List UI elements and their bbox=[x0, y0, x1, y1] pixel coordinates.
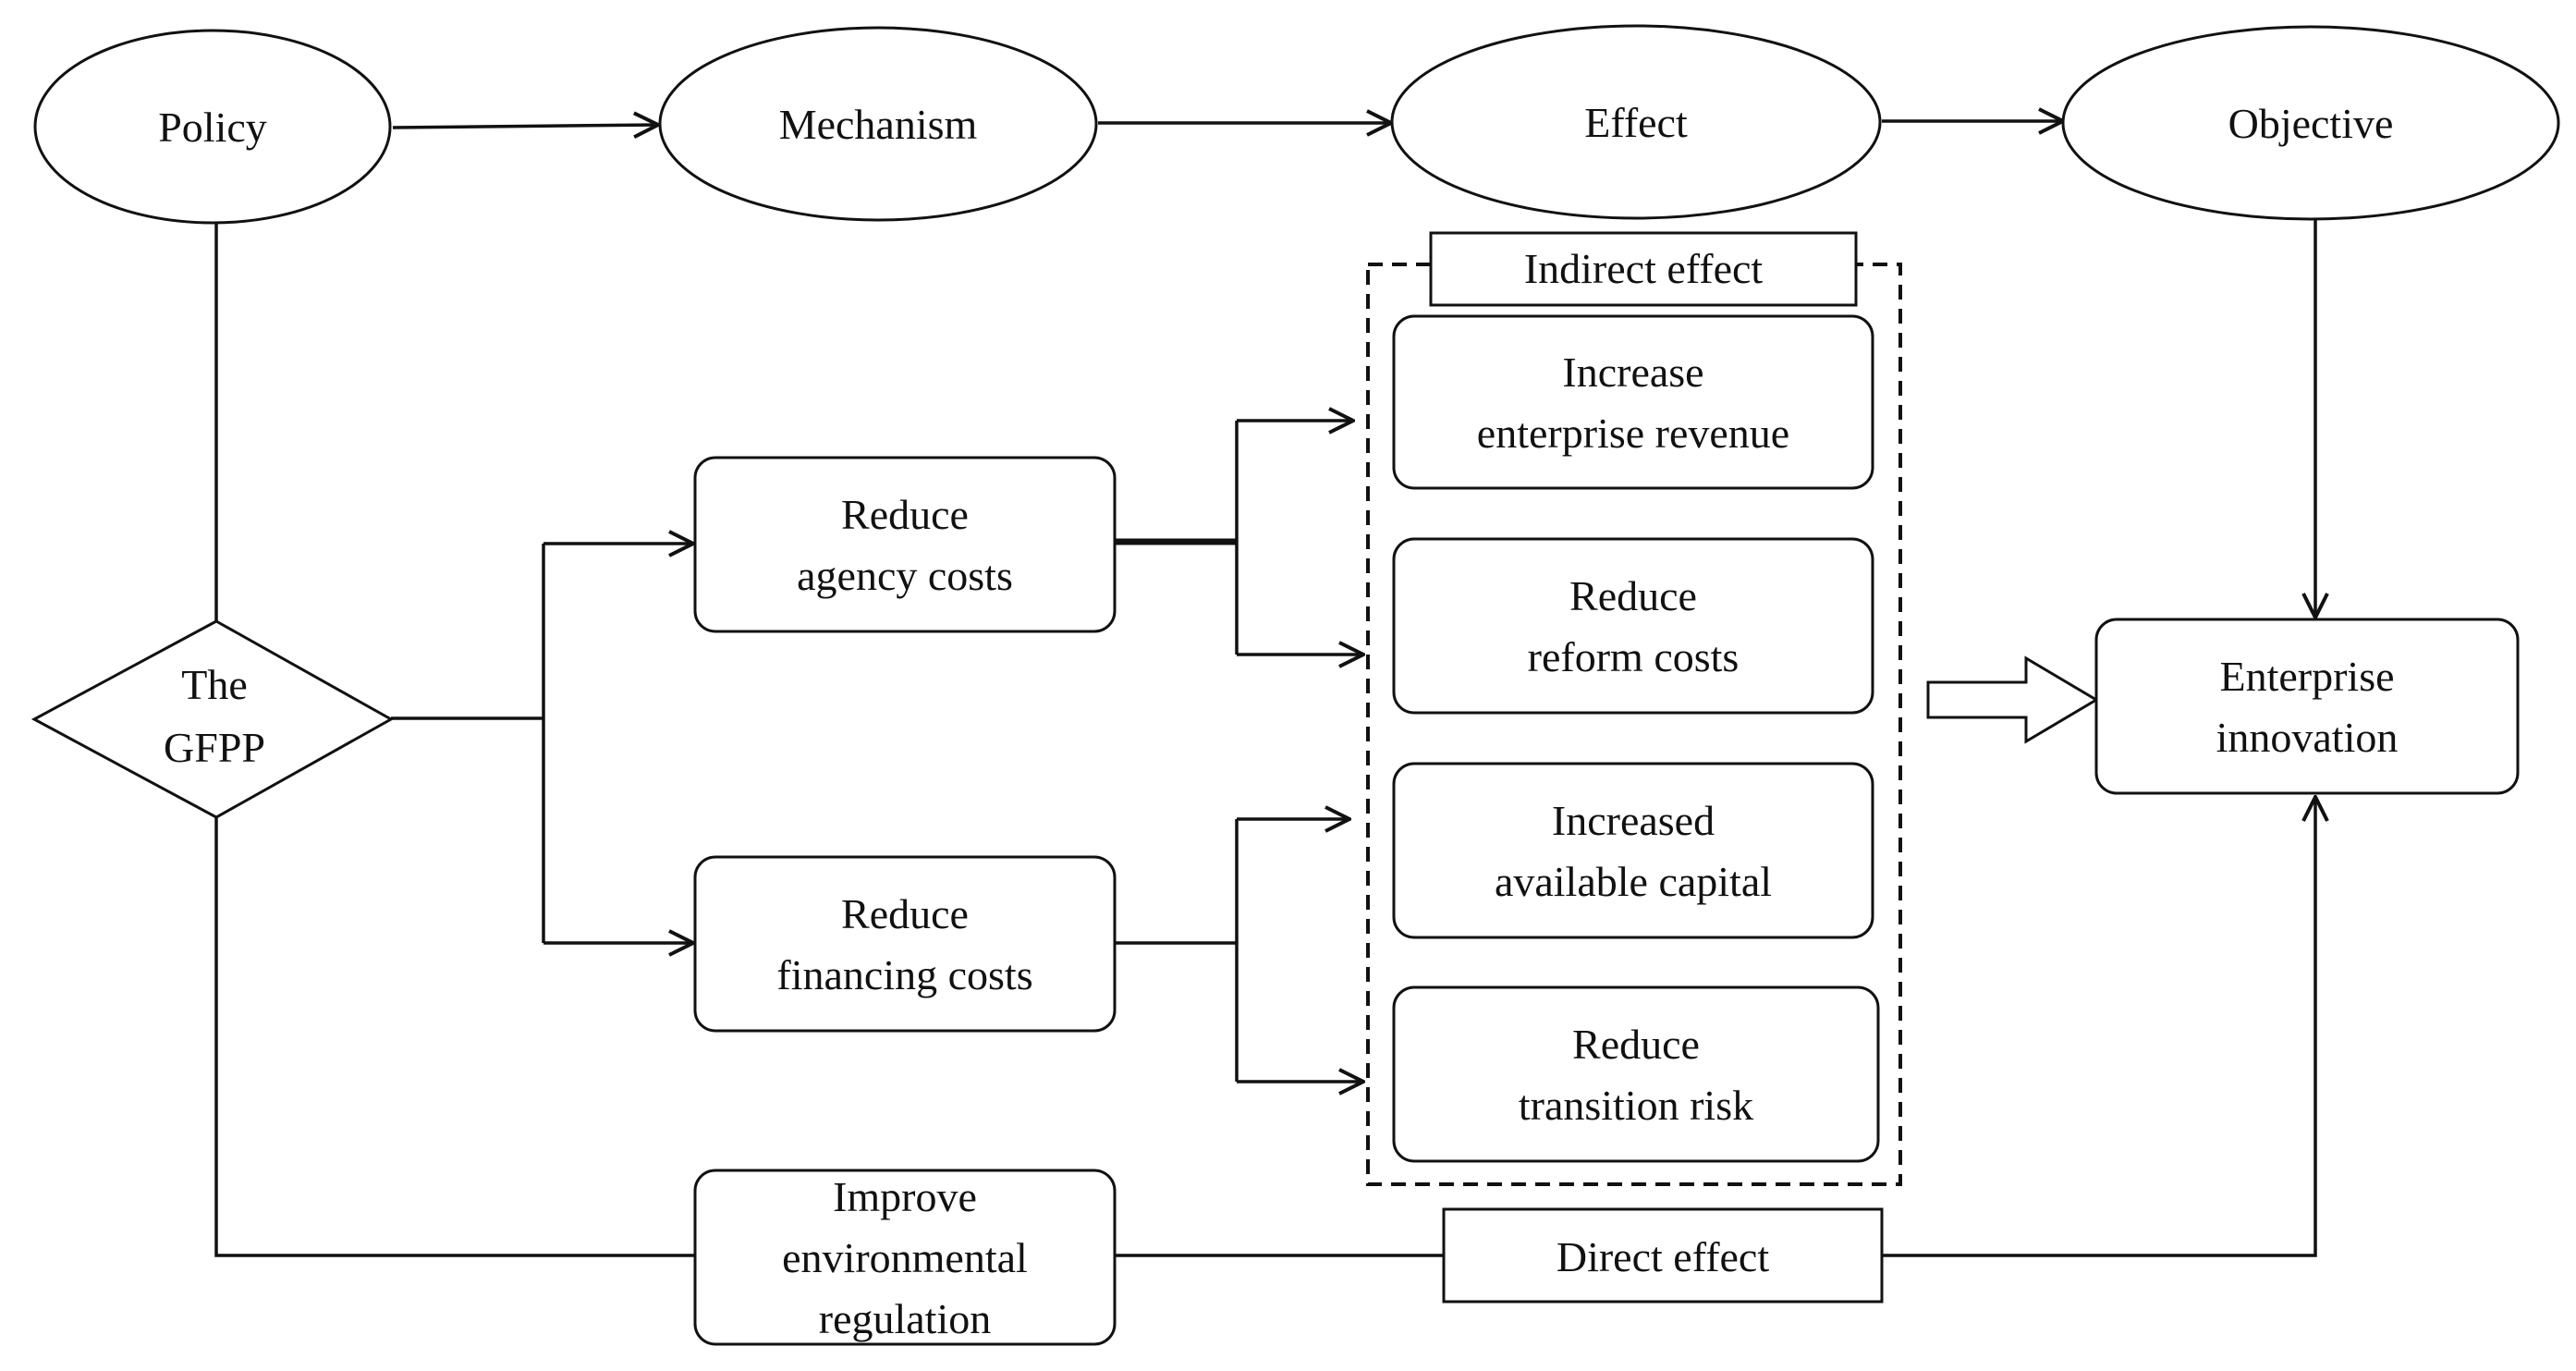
arrow-direct-effect-to-innovation bbox=[1882, 797, 2315, 1257]
header-mechanism-label: Mechanism bbox=[779, 101, 978, 148]
header-effect-label: Effect bbox=[1584, 99, 1688, 146]
header-policy-label: Policy bbox=[158, 104, 267, 151]
objective-innovation-box: Enterprise innovation bbox=[2094, 618, 2520, 795]
mechanism-environmental-line1: Improve bbox=[833, 1173, 977, 1220]
mechanism-financing-box: Reduce financing costs bbox=[693, 855, 1117, 1033]
mechanism-environmental-box: Improve environmental regulation bbox=[693, 1169, 1117, 1346]
mechanism-financing-line2: financing costs bbox=[776, 951, 1032, 998]
objective-innovation-line1: Enterprise bbox=[2219, 653, 2394, 700]
effect-item-revenue: Increase enterprise revenue bbox=[1392, 314, 1874, 490]
arrow-policy-to-mechanism bbox=[392, 125, 658, 128]
effect-item-capital: Increased available capital bbox=[1392, 762, 1874, 939]
mechanism-agency-box: Reduce agency costs bbox=[693, 456, 1117, 633]
header-mechanism: Mechanism bbox=[658, 26, 1098, 222]
mechanism-agency-line2: agency costs bbox=[797, 552, 1013, 599]
effect-item-capital-line1: Increased bbox=[1552, 797, 1715, 844]
header-objective: Objective bbox=[2061, 25, 2560, 221]
effect-item-reform-line1: Reduce bbox=[1569, 572, 1697, 619]
effect-item-reform-line2: reform costs bbox=[1528, 633, 1740, 680]
policy-diamond-line1: The bbox=[181, 661, 248, 708]
indirect-effect-title-box bbox=[1429, 231, 1858, 307]
direct-effect-label: Direct effect bbox=[1557, 1233, 1769, 1280]
direct-effect-path-left bbox=[214, 817, 695, 1257]
header-objective-label: Objective bbox=[2228, 100, 2394, 147]
effect-item-transition-line2: transition risk bbox=[1519, 1082, 1753, 1129]
mechanism-environmental-line2: environmental bbox=[782, 1234, 1028, 1281]
policy-diamond: The GFPP bbox=[31, 619, 395, 819]
effect-item-revenue-line2: enterprise revenue bbox=[1477, 410, 1789, 457]
direct-effect-label-box: Direct effect bbox=[1442, 1207, 1884, 1304]
effect-item-revenue-line1: Increase bbox=[1562, 349, 1703, 396]
indirect-effect-title: Indirect effect bbox=[1524, 245, 1764, 292]
header-effect: Effect bbox=[1390, 24, 1882, 220]
objective-innovation-line2: innovation bbox=[2216, 714, 2399, 761]
policy-diamond-line2: GFPP bbox=[164, 724, 265, 771]
header-policy: Policy bbox=[33, 29, 392, 225]
indirect-effect-group: Indirect effect Increase enterprise reve… bbox=[1366, 231, 1902, 1186]
effect-item-transition: Reduce transition risk bbox=[1392, 985, 1880, 1163]
hollow-arrow-indirect-to-innovation bbox=[1926, 655, 2099, 744]
effect-item-capital-line2: available capital bbox=[1495, 858, 1772, 905]
effect-item-reform: Reduce reform costs bbox=[1392, 537, 1874, 715]
mechanism-agency-line1: Reduce bbox=[841, 491, 969, 538]
mechanism-financing-line1: Reduce bbox=[841, 890, 969, 937]
mechanism-environmental-line3: regulation bbox=[819, 1295, 992, 1342]
effect-item-transition-line1: Reduce bbox=[1572, 1021, 1700, 1068]
connectors bbox=[214, 121, 2315, 1257]
